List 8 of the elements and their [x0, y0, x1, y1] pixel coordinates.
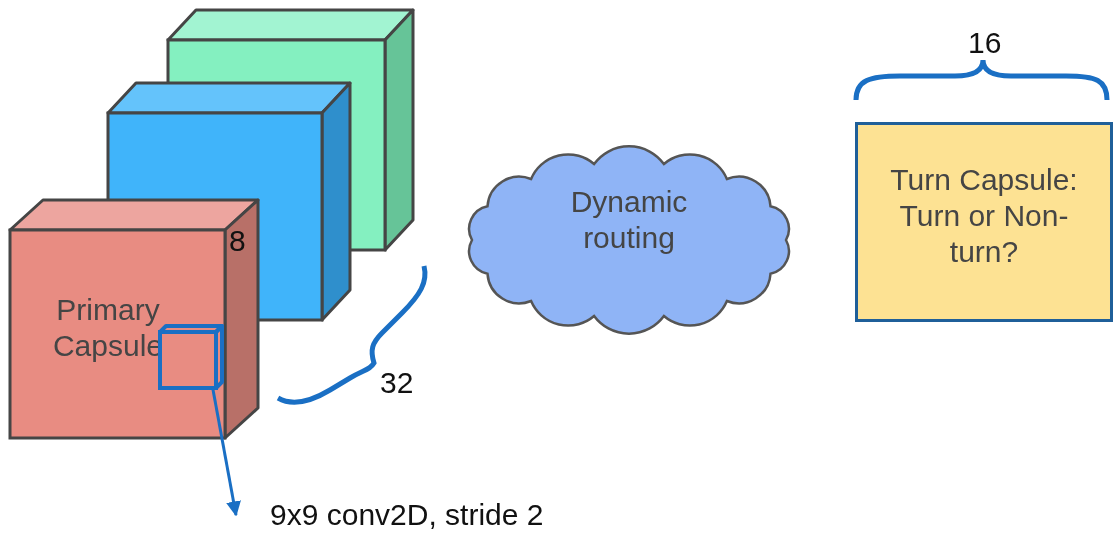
- node-label: Primary Capsule: [51, 292, 165, 364]
- arrow: [211, 387, 241, 517]
- dimension-label: 32: [380, 366, 414, 400]
- dimension-label: 16: [968, 26, 1002, 60]
- node-label: Dynamic routing: [569, 184, 689, 256]
- caption-text: 9x9 conv2D, stride 2: [270, 497, 545, 533]
- node-label: Turn Capsule: Turn or Non-turn?: [889, 162, 1079, 270]
- dimension-label: 8: [229, 224, 246, 258]
